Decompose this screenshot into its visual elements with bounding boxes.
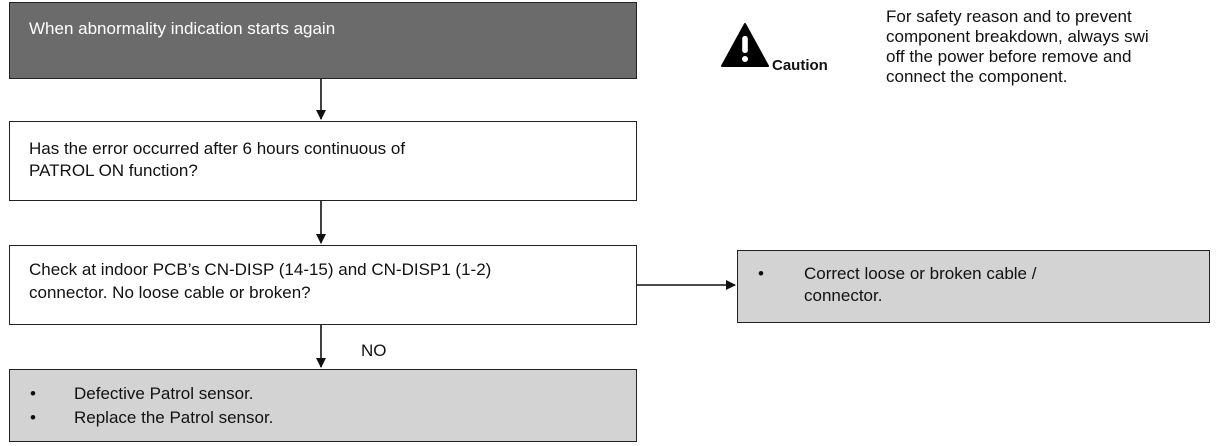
caution-text: For safety reason and to prevent compone… <box>886 7 1216 87</box>
question-box: Has the error occurred after 6 hours con… <box>9 121 637 201</box>
check-box: Check at indoor PCB’s CN-DISP (14-15) an… <box>9 245 637 325</box>
start-box-text: When abnormality indication starts again <box>29 19 336 38</box>
caution-label: Caution <box>772 57 828 74</box>
caution-line-4: connect the component. <box>886 67 1068 86</box>
result-bullet-text-2: Replace the Patrol sensor. <box>74 408 274 427</box>
warning-icon <box>721 23 769 67</box>
action-line-1: Correct loose or broken cable / <box>804 264 1037 283</box>
check-line-1: Check at indoor PCB’s CN-DISP (14-15) an… <box>29 260 492 279</box>
check-line-2: connector. No loose cable or broken? <box>29 283 311 302</box>
bullet-dot: • <box>30 408 36 427</box>
question-line-1: Has the error occurred after 6 hours con… <box>29 139 406 158</box>
question-line-2: PATROL ON function? <box>29 161 198 180</box>
result-box: • Defective Patrol sensor. • Replace the… <box>9 369 637 442</box>
caution-line-3: off the power before remove and <box>886 47 1132 66</box>
bullet-dot: • <box>758 264 764 283</box>
result-bullet-text-1: Defective Patrol sensor. <box>74 384 254 403</box>
result-bullet-row-1: • Defective Patrol sensor. <box>10 384 636 406</box>
action-line-2: connector. <box>804 286 883 305</box>
bullet-dot: • <box>30 384 36 403</box>
caution-line-1: For safety reason and to prevent <box>886 7 1132 26</box>
no-label: NO <box>361 341 387 360</box>
caution-line-2: component breakdown, always swi <box>886 27 1149 46</box>
result-bullet-row-2: • Replace the Patrol sensor. <box>10 408 636 430</box>
start-box: When abnormality indication starts again <box>9 2 637 79</box>
action-box: • Correct loose or broken cable / connec… <box>737 250 1210 323</box>
